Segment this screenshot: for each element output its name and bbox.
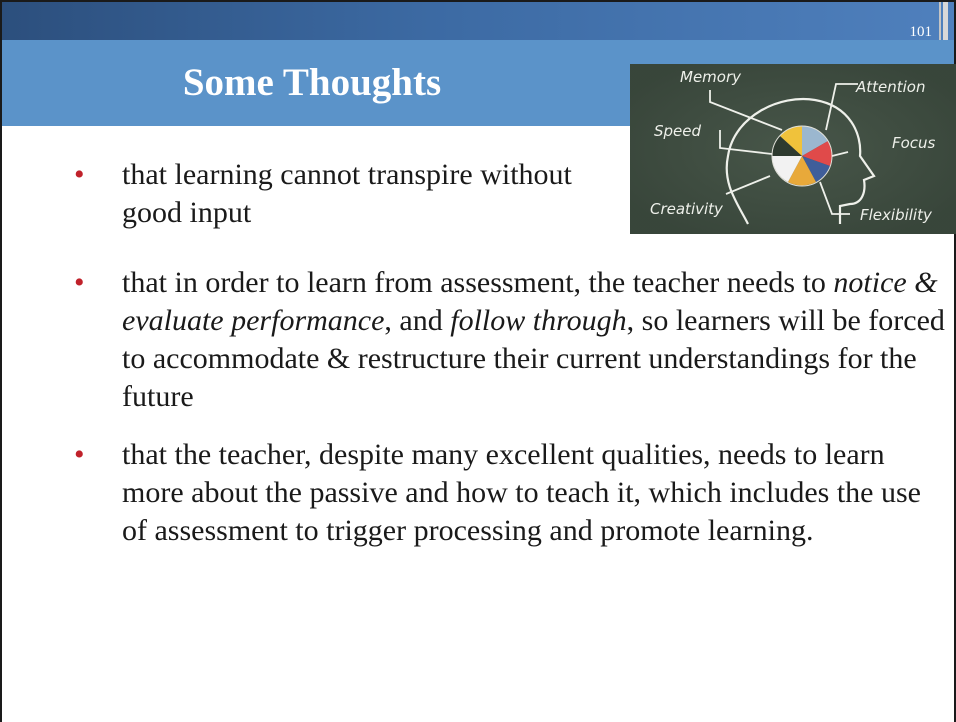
chalkboard-image: Memory Attention Speed Focus Creativity … — [630, 64, 956, 234]
label-flexibility: Flexibility — [860, 206, 933, 224]
bullet-emphasis: notice & evaluate performance — [122, 266, 938, 337]
bullet-emphasis: follow through — [450, 304, 627, 337]
label-creativity: Creativity — [650, 200, 724, 218]
chalkboard-illustration: Memory Attention Speed Focus Creativity … — [630, 64, 956, 234]
corner-accent — [939, 2, 941, 40]
bullet-item: • that the teacher, despite many excelle… — [74, 436, 952, 550]
page-number: 101 — [909, 24, 933, 40]
bullet-text: that the teacher, despite many excellent… — [122, 438, 921, 547]
bullet-item: • that in order to learn from assessment… — [74, 264, 952, 416]
bullet-text: that learning cannot transpire without g… — [122, 158, 572, 229]
bullet-text: , so learners will be forced to accommod… — [122, 304, 945, 413]
slide-title: Some Thoughts — [182, 61, 442, 104]
bullet-dot: • — [74, 158, 85, 191]
label-attention: Attention — [855, 78, 926, 96]
bullet-item: • that learning cannot transpire without… — [74, 156, 602, 232]
label-speed: Speed — [654, 122, 702, 140]
bullet-text: , and — [384, 304, 451, 337]
bullet-dot: • — [74, 438, 85, 471]
head-outline — [725, 97, 876, 225]
connector-lines — [709, 83, 858, 215]
top-band — [2, 2, 954, 40]
bullet-text: that in order to learn from assessment, … — [122, 266, 834, 299]
label-memory: Memory — [680, 68, 742, 86]
brain-pie-chart — [771, 125, 833, 187]
bullet-dot: • — [74, 266, 85, 299]
corner-accent-bar — [943, 2, 948, 40]
label-focus: Focus — [892, 134, 936, 152]
